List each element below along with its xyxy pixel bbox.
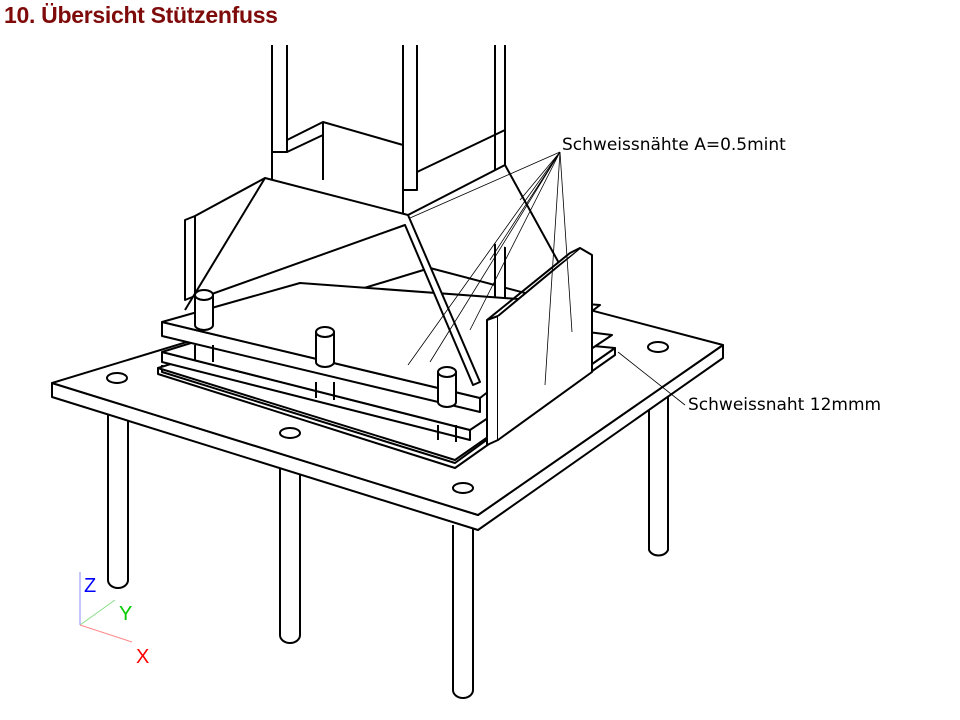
bolts — [194, 289, 457, 442]
x-axis-label: X — [136, 646, 149, 668]
y-axis-line — [79, 599, 116, 626]
y-axis-label: Y — [119, 603, 132, 625]
anchor-legs — [107, 395, 669, 699]
column-tube — [271, 45, 506, 301]
weld-label: Schweissnaht 12mmm — [688, 395, 881, 415]
x-axis-line — [79, 624, 133, 643]
weld-leaders — [407, 151, 686, 406]
z-axis-label: Z — [84, 575, 96, 597]
page-title: 10. Übersicht Stützenfuss — [4, 2, 278, 28]
axis-triad: Z Y X — [79, 572, 149, 668]
welds-label: Schweissnähte A=0.5mint — [562, 135, 786, 155]
